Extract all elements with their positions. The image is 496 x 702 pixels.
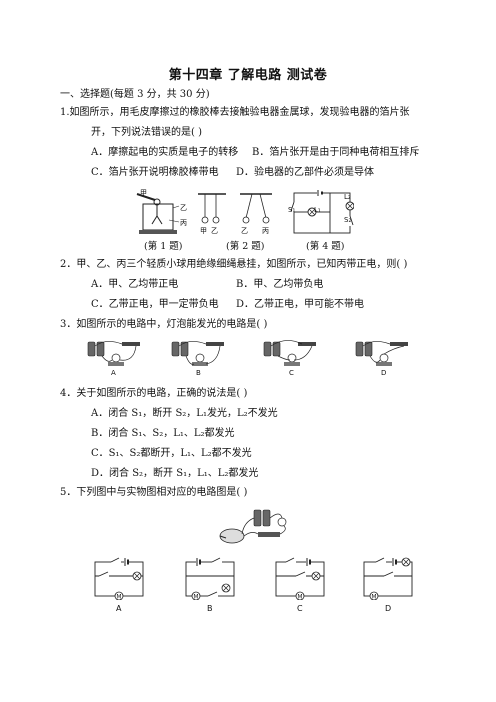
fig4-label-l1: L₁ xyxy=(314,206,321,214)
q1-option-a: A．摩擦起电的实质是电子的转移 xyxy=(91,147,239,158)
q3-stem: 3．如图所示的电路中，灯泡能发光的电路是( ) xyxy=(60,319,268,330)
q5-label-a: A xyxy=(116,604,122,613)
figure-hanging-balls xyxy=(198,193,272,224)
q5-figure-c: M xyxy=(275,557,325,601)
q3-label-d: D xyxy=(381,369,387,377)
q1-stem-line2: 开，下列说法错误的是( ) xyxy=(91,127,202,138)
fig2-label-yi2: 乙 xyxy=(241,227,248,235)
q2-option-b: B．甲、乙均带负电 xyxy=(236,279,324,290)
q5-label-d: D xyxy=(385,604,392,613)
q1-option-d: D．验电器的乙部件必须是导体 xyxy=(236,167,375,178)
q4-option-a: A．闭合 S₁，断开 S₂，L₁发光，L₂不发光 xyxy=(91,408,278,419)
fig4-label-s1: S₁ xyxy=(288,206,296,214)
fig1-label-yi: 乙 xyxy=(180,204,187,212)
q5-b-motor-symbol: M xyxy=(193,594,198,601)
q5-label-b: B xyxy=(207,604,213,613)
q2-option-d: D．乙带正电，甲可能不带电 xyxy=(236,299,365,310)
q4-stem: 4．关于如图所示的电路，正确的说法是( ) xyxy=(60,388,248,399)
fig2-label-bing: 丙 xyxy=(262,227,269,235)
q3-figure-d xyxy=(355,341,408,366)
caption-q2: (第 2 题) xyxy=(226,241,265,252)
q5-figure-a: M xyxy=(94,557,144,601)
q4-option-c: C．S₁、S₂都断开，L₁、L₂都不发光 xyxy=(91,448,252,459)
q2-option-c: C．乙带正电，甲一定带负电 xyxy=(91,299,219,310)
q3-figure-a xyxy=(87,341,140,366)
q3-label-a: A xyxy=(111,369,116,377)
q3-label-c: C xyxy=(289,369,294,377)
q5-label-c: C xyxy=(297,604,303,613)
caption-q1: (第 1 题) xyxy=(144,241,183,252)
q5-c-motor-symbol: M xyxy=(297,594,302,601)
section-heading: 一、选择题(每题 3 分，共 30 分) xyxy=(60,89,210,100)
q3-label-b: B xyxy=(196,369,201,377)
q5-a-motor-symbol: M xyxy=(116,594,121,601)
q5-physical-figure xyxy=(219,509,287,544)
q3-figure-c xyxy=(263,340,316,366)
q5-figure-d: M xyxy=(363,557,413,601)
q5-d-motor-symbol: M xyxy=(371,594,376,601)
q1-stem-line1: 1.如图所示，用毛皮摩擦过的橡胶棒去接触验电器金属球，发现验电器的箔片张 xyxy=(60,107,410,118)
fig1-label-bing: 丙 xyxy=(180,219,187,227)
figure-q4-circuit xyxy=(290,190,354,234)
q5-figure-b: M xyxy=(185,557,235,601)
q2-option-a: A．甲、乙均带正电 xyxy=(91,279,179,290)
q1-option-b: B．箔片张开是由于同种电荷相互排斥 xyxy=(252,147,420,158)
fig4-label-s2: S₂ xyxy=(344,216,352,224)
fig4-label-l2: L₂ xyxy=(344,193,351,201)
q3-figure-b xyxy=(171,341,224,366)
caption-q4: (第 4 题) xyxy=(306,241,345,252)
q4-option-b: B．闭合 S₁、S₂，L₁、L₂都发光 xyxy=(91,428,235,439)
fig2-label-jia: 甲 xyxy=(200,227,207,235)
q1-option-c: C．箔片张开说明橡胶棒带电 xyxy=(91,167,219,178)
q4-option-d: D．闭合 S₂，断开 S₁，L₁、L₂都发光 xyxy=(91,468,259,479)
figure-electroscope xyxy=(136,193,180,234)
q5-stem: 5．下列图中与实物图相对应的电路图是( ) xyxy=(60,487,248,498)
q2-stem: 2．甲、乙、丙三个轻质小球用绝缘细绳悬挂，如图所示，已知丙带正电，则( ) xyxy=(60,259,408,270)
page-title: 第十四章 了解电路 测试卷 xyxy=(168,68,328,83)
fig2-label-yi: 乙 xyxy=(211,227,218,235)
fig1-label-jia: 甲 xyxy=(140,189,147,197)
